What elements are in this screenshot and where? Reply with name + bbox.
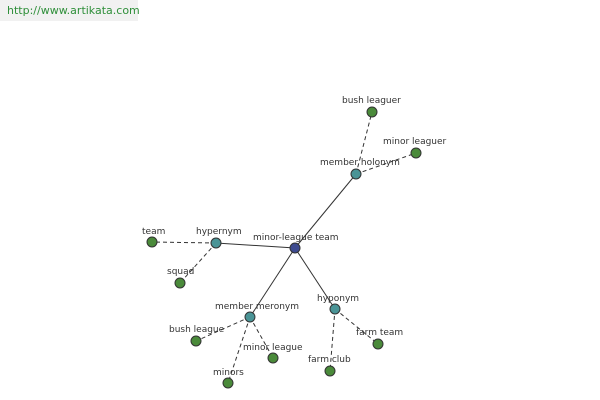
node-label-farmteam: farm team: [356, 328, 403, 338]
edge-meronym-minors: [227, 316, 251, 384]
edge-center-holonym: [294, 173, 357, 249]
node-holonym[interactable]: [350, 168, 362, 180]
edges-layer: [151, 111, 417, 384]
edge-hyponym-farmclub: [329, 308, 336, 372]
node-bushleague[interactable]: [190, 335, 202, 347]
edge-center-meronym: [249, 247, 296, 318]
node-label-squad: squad: [167, 267, 194, 277]
node-team[interactable]: [146, 236, 158, 248]
labels-layer: minor-league team member holonym hypernym m…: [142, 96, 447, 378]
node-minorleague[interactable]: [267, 352, 279, 364]
node-farmteam[interactable]: [372, 338, 384, 350]
node-label-meronym: member meronym: [215, 302, 299, 312]
edge-holonym-bushleaguer: [355, 111, 373, 175]
node-label-center: minor-league team: [253, 233, 339, 243]
node-label-hypernym: hypernym: [196, 227, 242, 237]
node-label-hyponym: hyponym: [317, 294, 359, 304]
node-label-bushleaguer: bush leaguer: [342, 96, 401, 106]
node-minors[interactable]: [222, 377, 234, 389]
edge-holonym-minorleaguer: [355, 152, 417, 175]
url-link[interactable]: http://www.artikata.com: [0, 0, 140, 21]
edge-center-hyponym: [294, 247, 336, 310]
node-label-team: team: [142, 227, 165, 237]
node-farmclub[interactable]: [324, 365, 336, 377]
edge-center-hypernym: [215, 242, 296, 249]
edge-meronym-bushleague: [195, 316, 251, 342]
node-meronym[interactable]: [244, 311, 256, 323]
node-label-farmclub: farm club: [308, 355, 351, 365]
node-label-bushleague: bush league: [169, 325, 225, 335]
node-hyponym[interactable]: [329, 303, 341, 315]
nodes-layer: [146, 106, 422, 389]
edge-hyponym-farmteam: [334, 308, 379, 345]
edge-hypernym-team: [151, 241, 217, 244]
node-label-minors: minors: [213, 368, 244, 378]
node-center[interactable]: [289, 242, 301, 254]
node-label-minorleaguer: minor leaguer: [383, 137, 447, 147]
edge-meronym-minorleague: [249, 316, 274, 359]
edge-hypernym-squad: [179, 242, 217, 284]
node-minorleaguer[interactable]: [410, 147, 422, 159]
node-squad[interactable]: [174, 277, 186, 289]
node-label-minorleague: minor league: [243, 343, 303, 353]
node-bushleaguer[interactable]: [366, 106, 378, 118]
node-hypernym[interactable]: [210, 237, 222, 249]
node-label-holonym: member holonym: [320, 158, 400, 168]
